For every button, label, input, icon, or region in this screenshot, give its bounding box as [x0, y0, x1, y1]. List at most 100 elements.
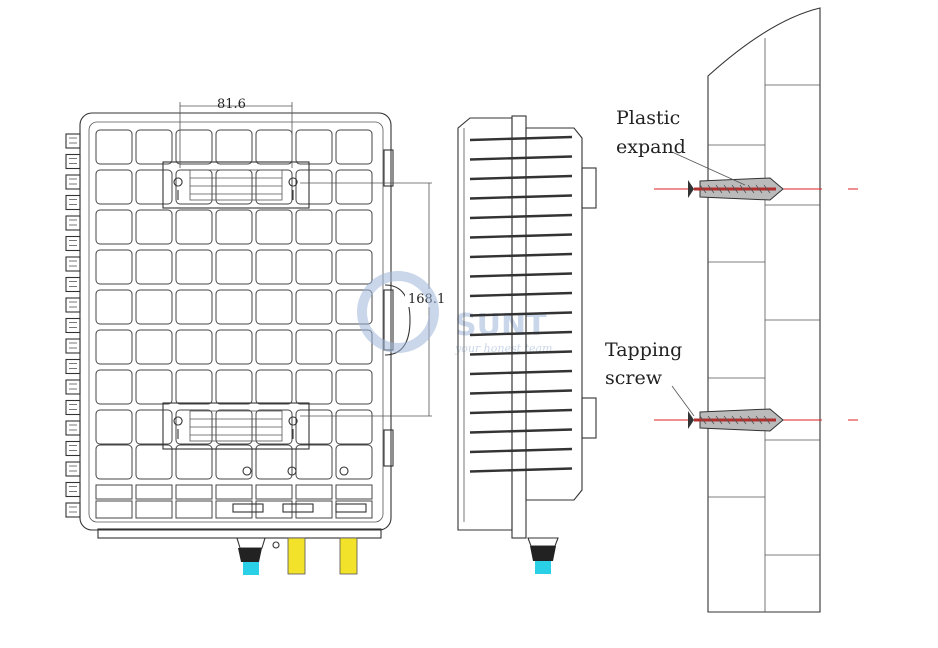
bracket-bottom	[162, 402, 310, 450]
screw-hole	[287, 466, 297, 476]
rib-cell-small	[135, 500, 173, 519]
rib-cell	[335, 209, 373, 245]
latch	[65, 256, 81, 272]
rib-cell	[335, 409, 373, 445]
rib-cell-small	[95, 484, 133, 500]
latch	[65, 174, 81, 190]
plastic-anchor-bottom	[688, 408, 784, 432]
rib-cell	[335, 169, 373, 205]
rib-cell	[255, 329, 293, 365]
wall-outline	[707, 7, 821, 613]
fin	[469, 135, 573, 142]
rib-cell	[135, 444, 173, 480]
rib-cell	[95, 409, 133, 445]
keyhole-icon	[173, 416, 183, 439]
leader-plastic-expand	[671, 151, 746, 186]
rib-cell	[215, 444, 253, 480]
front-right-clip-bot	[383, 429, 394, 467]
fin	[469, 233, 573, 239]
rib-cell	[295, 409, 333, 445]
latch	[65, 194, 81, 211]
rib-cell	[295, 444, 333, 480]
rib-cell-small	[215, 484, 253, 500]
rib-cell	[135, 329, 173, 365]
rib-cell	[135, 209, 173, 245]
rib-cell-small	[335, 484, 373, 500]
fin	[469, 252, 573, 259]
rib-cell	[175, 369, 213, 405]
latch	[65, 379, 81, 395]
rib-cell-small	[135, 484, 173, 500]
rib-cell-small	[215, 500, 253, 519]
fin	[469, 389, 573, 395]
latch	[65, 153, 81, 170]
rib-cell	[295, 329, 333, 365]
side-cable-gland	[527, 537, 559, 574]
latch	[65, 399, 81, 416]
rib-cell	[255, 209, 293, 245]
rib-cell	[335, 329, 373, 365]
latch	[65, 358, 81, 375]
side-clip-top	[581, 167, 597, 209]
gland-cap-cyan	[243, 562, 259, 575]
latch	[65, 297, 81, 313]
port-plate	[232, 503, 264, 513]
fin	[469, 447, 573, 454]
rib-cell	[255, 289, 293, 325]
rib-cell	[255, 369, 293, 405]
fin	[469, 369, 573, 376]
screw-hole	[242, 466, 252, 476]
rib-cell	[335, 369, 373, 405]
rib-cell	[215, 329, 253, 365]
screw-head	[688, 411, 694, 429]
keyhole-icon	[173, 177, 183, 200]
rib-cell	[135, 369, 173, 405]
front-view: 81.6 168.1	[65, 97, 445, 575]
latch	[65, 338, 81, 354]
fin	[469, 350, 573, 356]
latch	[65, 502, 81, 518]
fin	[469, 428, 573, 434]
latch	[65, 481, 81, 498]
rib-cell	[95, 329, 133, 365]
rib-cell	[215, 249, 253, 285]
rib-cell	[95, 129, 133, 165]
keyhole-icon	[288, 416, 298, 439]
plastic-anchor-top	[688, 177, 784, 201]
fin	[469, 272, 573, 278]
port-plate	[282, 503, 314, 513]
latch	[65, 317, 81, 334]
rib-cell	[175, 129, 213, 165]
rib-cell	[95, 444, 133, 480]
fin	[469, 194, 573, 200]
rib-cell-small	[255, 484, 293, 500]
rib-cell-small	[175, 500, 213, 519]
rib-cell	[135, 289, 173, 325]
latch	[65, 461, 81, 477]
side-view	[457, 115, 597, 574]
rib-cell	[175, 329, 213, 365]
latch	[65, 215, 81, 231]
fin	[469, 330, 573, 337]
small-port	[272, 541, 280, 549]
rib-cell	[255, 129, 293, 165]
rib-cell	[215, 169, 253, 205]
side-gland-cap-cyan	[535, 561, 551, 574]
rib-cell	[175, 444, 213, 480]
rib-cell	[295, 289, 333, 325]
rib-cell	[255, 444, 293, 480]
rib-cell	[95, 289, 133, 325]
rib-cell	[215, 369, 253, 405]
leader-tapping-screw	[671, 385, 695, 417]
rib-cell	[175, 249, 213, 285]
side-fins	[469, 135, 573, 473]
rib-cell-small	[295, 484, 333, 500]
rib-cell	[215, 209, 253, 245]
bracket-top	[162, 161, 310, 209]
front-outer-shell	[79, 112, 392, 531]
keyhole-icon	[288, 177, 298, 200]
bracket-top-slot	[189, 169, 283, 201]
rib-cell	[175, 209, 213, 245]
callout-tapping-screw-line1: Tapping	[605, 339, 682, 361]
latch	[65, 420, 81, 436]
